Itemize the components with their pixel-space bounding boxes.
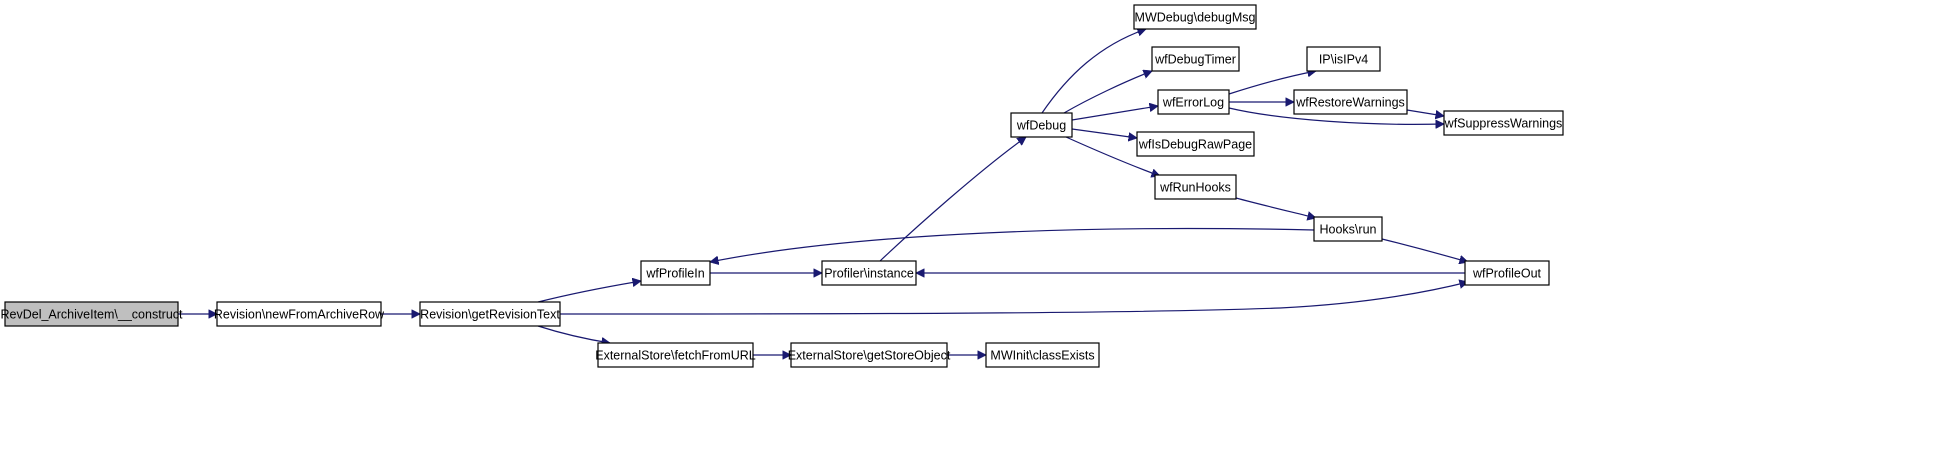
node-wfProfileIn[interactable]: wfProfileIn xyxy=(640,260,711,286)
edge-wfDebug-to-wfRunHooks xyxy=(1065,136,1160,176)
edge-wfErrorLog-to-isIPv4 xyxy=(1228,71,1316,95)
node-classExists[interactable]: MWInit\classExists xyxy=(985,342,1100,368)
node-wfRunHooks[interactable]: wfRunHooks xyxy=(1154,174,1237,200)
edge-getRevisionText-to-wfProfileOut xyxy=(559,282,1468,315)
node-profilerInstance[interactable]: Profiler\instance xyxy=(821,260,917,286)
node-box xyxy=(985,342,1100,368)
edge-wfDebug-to-debugMsg xyxy=(1041,29,1146,114)
node-label: wfDebugTimer xyxy=(1154,53,1236,67)
node-label: ExternalStore\fetchFromURL xyxy=(595,349,756,363)
node-label: MWInit\classExists xyxy=(990,349,1094,363)
node-hooksRun[interactable]: Hooks\run xyxy=(1313,216,1383,242)
node-label: Profiler\instance xyxy=(824,267,914,281)
node-box xyxy=(1443,110,1564,136)
node-label: wfIsDebugRawPage xyxy=(1138,138,1252,152)
node-label: wfSuppressWarnings xyxy=(1444,117,1563,131)
node-label: wfRestoreWarnings xyxy=(1295,96,1405,110)
edge-getRevisionText-to-wfProfileIn xyxy=(537,281,641,303)
node-box xyxy=(1313,216,1383,242)
node-box xyxy=(1293,89,1408,115)
node-label: MWDebug\debugMsg xyxy=(1135,11,1256,25)
node-label: ExternalStore\getStoreObject xyxy=(788,349,951,363)
node-label: Revision\newFromArchiveRow xyxy=(214,308,385,322)
node-isIPv4[interactable]: IP\isIPv4 xyxy=(1306,46,1381,72)
edge-hooksRun-to-wfProfileIn xyxy=(710,227,1315,262)
node-wfIsDebugRawPage[interactable]: wfIsDebugRawPage xyxy=(1136,131,1255,157)
node-box xyxy=(640,260,711,286)
node-box xyxy=(597,342,754,368)
node-label: IP\isIPv4 xyxy=(1319,53,1368,67)
node-box xyxy=(419,301,561,327)
node-box xyxy=(1133,4,1257,30)
node-getStoreObject[interactable]: ExternalStore\getStoreObject xyxy=(788,342,951,368)
node-root: RevDel_ArchiveItem\__construct xyxy=(0,301,183,327)
edge-wfDebug-to-wfIsDebugRawPage xyxy=(1071,128,1137,138)
node-box xyxy=(1010,112,1073,138)
node-wfRestoreWarnings[interactable]: wfRestoreWarnings xyxy=(1293,89,1408,115)
node-fetchFromURL[interactable]: ExternalStore\fetchFromURL xyxy=(595,342,756,368)
node-wfProfileOut[interactable]: wfProfileOut xyxy=(1464,260,1550,286)
node-box xyxy=(1154,174,1237,200)
node-newFromArchiveRow[interactable]: Revision\newFromArchiveRow xyxy=(214,301,385,327)
node-box xyxy=(1136,131,1255,157)
node-wfSuppressWarnings[interactable]: wfSuppressWarnings xyxy=(1443,110,1564,136)
node-label: Revision\getRevisionText xyxy=(420,308,560,322)
node-box xyxy=(1157,89,1230,115)
node-box xyxy=(821,260,917,286)
node-label: wfProfileOut xyxy=(1472,267,1542,281)
node-label: wfProfileIn xyxy=(645,267,704,281)
edge-wfErrorLog-to-wfSuppressWarnings xyxy=(1228,107,1444,124)
edge-hooksRun-to-wfProfileOut xyxy=(1381,238,1468,262)
node-label: wfErrorLog xyxy=(1162,96,1224,110)
node-label: Hooks\run xyxy=(1320,223,1377,237)
node-debugMsg[interactable]: MWDebug\debugMsg xyxy=(1133,4,1257,30)
edge-wfDebug-to-wfDebugTimer xyxy=(1063,71,1152,114)
node-box xyxy=(790,342,948,368)
node-wfDebug[interactable]: wfDebug xyxy=(1010,112,1073,138)
node-box xyxy=(1306,46,1381,72)
node-label: wfDebug xyxy=(1016,119,1066,133)
node-box xyxy=(1464,260,1550,286)
node-getRevisionText[interactable]: Revision\getRevisionText xyxy=(419,301,561,327)
edge-profilerInstance-to-wfDebug xyxy=(879,137,1026,262)
node-wfDebugTimer[interactable]: wfDebugTimer xyxy=(1151,46,1240,72)
edge-wfDebug-to-wfErrorLog xyxy=(1071,106,1158,121)
node-wfErrorLog[interactable]: wfErrorLog xyxy=(1157,89,1230,115)
node-label: wfRunHooks xyxy=(1159,181,1231,195)
edge-wfRestoreWarnings-to-wfSuppressWarnings xyxy=(1406,109,1444,116)
node-box xyxy=(4,301,179,327)
edge-getRevisionText-to-fetchFromURL xyxy=(537,325,610,343)
node-box xyxy=(1151,46,1240,72)
edge-wfRunHooks-to-hooksRun xyxy=(1235,197,1316,218)
node-box xyxy=(216,301,382,327)
node-label: RevDel_ArchiveItem\__construct xyxy=(0,308,183,322)
